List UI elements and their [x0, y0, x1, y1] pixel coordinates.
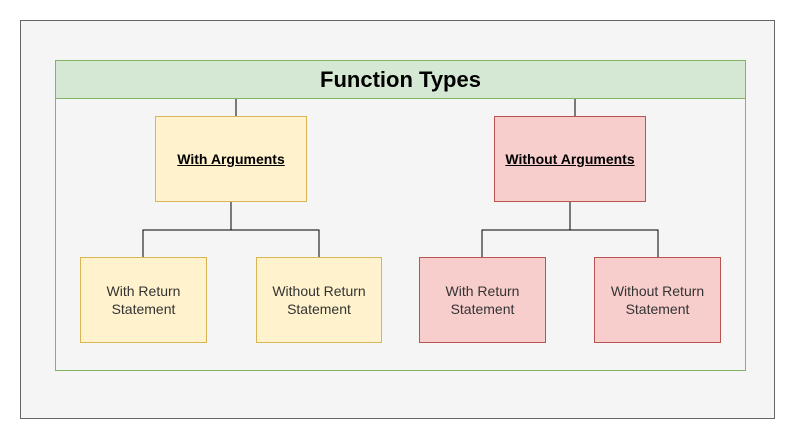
with-args-with-return-node: With Return Statement [80, 257, 207, 343]
with-arguments-node: With Arguments [155, 116, 307, 202]
connector-with-args-to-right [231, 229, 320, 258]
without-arguments-node: Without Arguments [494, 116, 646, 202]
without-args-with-return-node: With Return Statement [419, 257, 546, 343]
connector-with-args-to-left [142, 202, 232, 258]
diagram-title: Function Types [320, 66, 481, 92]
connector-without-args-to-left [481, 202, 571, 258]
with-args-without-return-node: Without Return Statement [256, 257, 382, 343]
without-args-with-return-label: With Return Statement [445, 283, 520, 317]
without-arguments-label: Without Arguments [505, 151, 635, 167]
with-args-with-return-label: With Return Statement [106, 283, 181, 317]
without-args-without-return-label: Without Return Statement [610, 283, 705, 317]
with-arguments-label: With Arguments [177, 151, 285, 167]
title-header: Function Types [55, 60, 746, 99]
with-args-without-return-label: Without Return Statement [272, 283, 366, 317]
connector-without-args-to-right [570, 229, 659, 258]
without-args-without-return-node: Without Return Statement [594, 257, 721, 343]
